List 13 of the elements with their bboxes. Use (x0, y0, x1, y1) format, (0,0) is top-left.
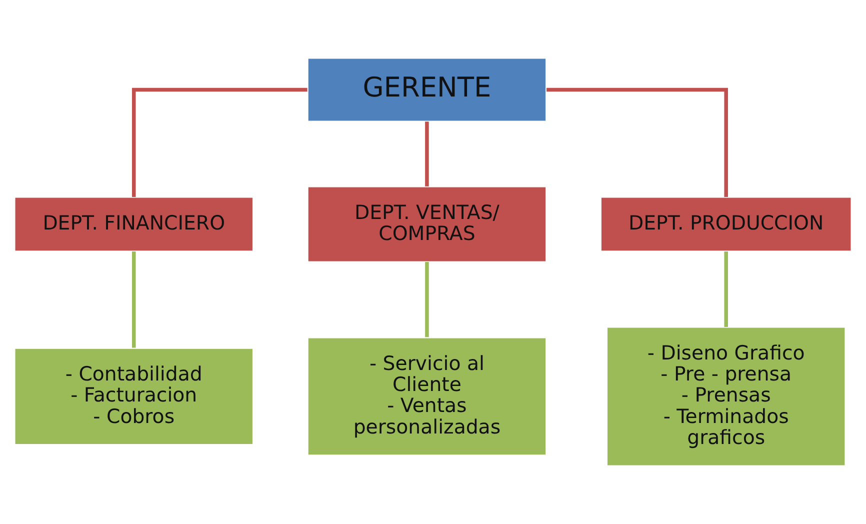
node-box: - Diseno Grafico - Pre - prensa - Prensas - Terminados graficos (606, 326, 846, 467)
connector (724, 252, 728, 327)
connector (132, 252, 136, 348)
node-box: GERENTE (306, 57, 548, 122)
connector (425, 122, 429, 186)
node-box: DEPT. PRODUCCION (600, 196, 852, 252)
node-box: DEPT. FINANCIERO (14, 196, 254, 252)
connector (132, 88, 308, 198)
node-box: - Servicio al Cliente - Ventas personalizadas (306, 336, 548, 456)
connector (425, 262, 429, 338)
node-box: DEPT. VENTAS/ COMPRAS (306, 186, 548, 263)
node-box: - Contabilidad - Facturacion - Cobros (14, 347, 254, 446)
connector (546, 88, 728, 198)
